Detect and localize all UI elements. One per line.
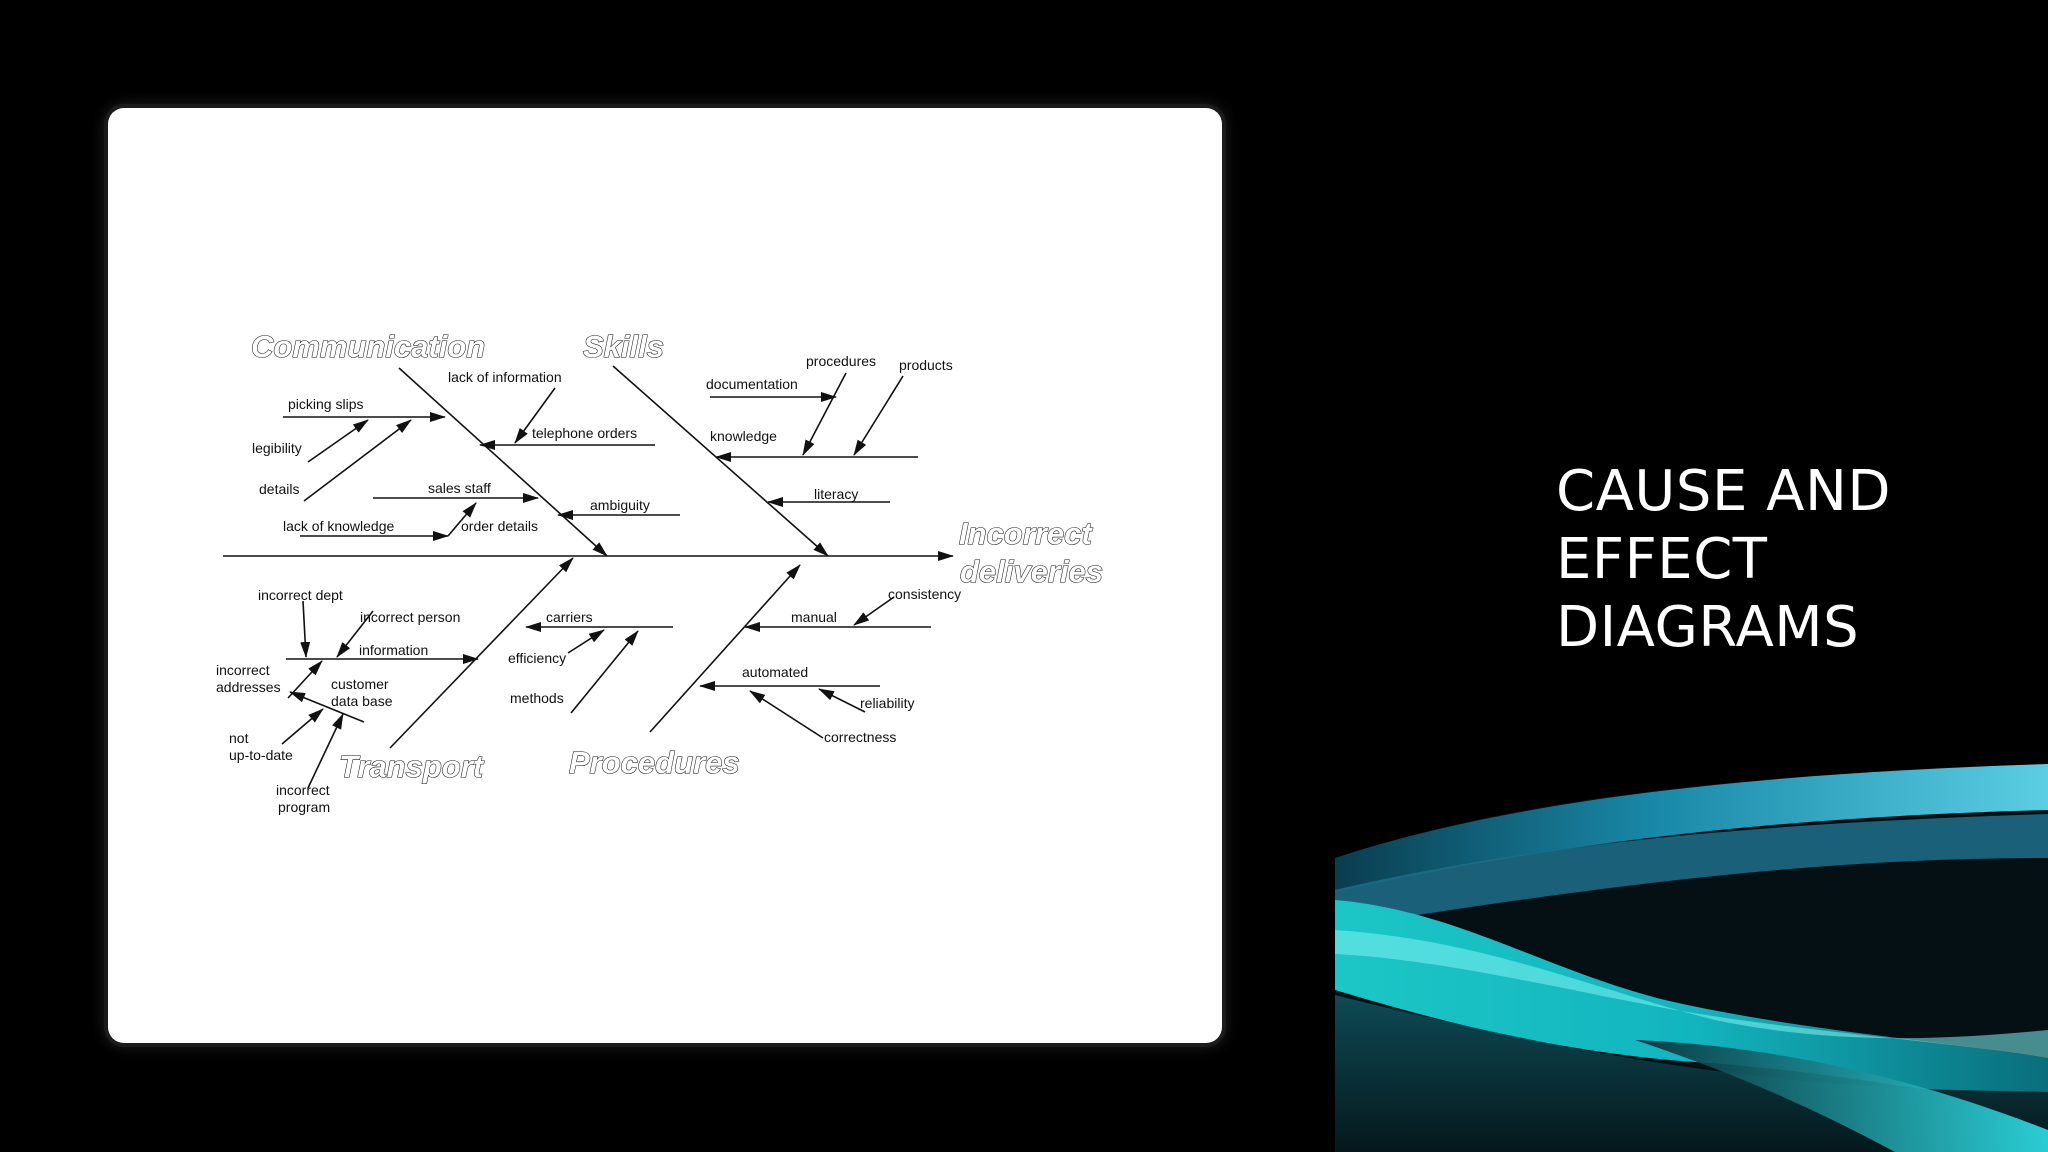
effect-line-2: deliveries: [960, 554, 1103, 589]
label-information: information: [359, 642, 428, 658]
methods-arrow: [570, 630, 639, 714]
legibility-arrow: [307, 419, 369, 463]
products-arrow: [853, 375, 904, 456]
label-reliability: reliability: [860, 695, 914, 711]
lack-of-information-arrow: [514, 387, 556, 444]
procedures-sub-arrow: [802, 372, 847, 456]
customer-data-base-arrow: [289, 691, 365, 723]
label-correctness: correctness: [824, 729, 896, 745]
fishbone-diagram: Communication Skills Transport Procedure…: [216, 328, 1104, 815]
label-procedures: procedures: [806, 353, 876, 369]
category-transport: Transport: [339, 749, 485, 784]
label-incorrect-person: incorrect person: [360, 609, 460, 625]
diagram-image-frame: Communication Skills Transport Procedure…: [108, 108, 1222, 1043]
order-details-arrow: [447, 502, 477, 537]
label-order-details: order details: [461, 518, 538, 534]
label-telephone-orders: telephone orders: [532, 425, 637, 441]
transport-bone: [389, 557, 574, 749]
effect-line-1: Incorrect: [959, 516, 1093, 551]
procedures-bone: [649, 564, 801, 733]
label-efficiency: efficiency: [508, 650, 566, 666]
label-legibility: legibility: [252, 440, 302, 456]
label-incorrect-dept: incorrect dept: [258, 587, 343, 603]
label-not-up-to-date-1: not: [229, 730, 249, 746]
label-lack-of-knowledge: lack of knowledge: [283, 518, 395, 534]
label-carriers: carriers: [546, 609, 593, 625]
label-incorrect-program-1: incorrect: [276, 782, 330, 798]
incorrect-program-arrow: [307, 713, 344, 789]
label-documentation: documentation: [706, 376, 798, 392]
label-details: details: [259, 481, 299, 497]
label-lack-of-information: lack of information: [448, 369, 562, 385]
communication-bone: [398, 367, 608, 557]
label-ambiguity: ambiguity: [590, 497, 650, 513]
consistency-arrow: [853, 596, 895, 626]
label-literacy: literacy: [814, 486, 858, 502]
label-consistency: consistency: [888, 586, 961, 602]
label-knowledge: knowledge: [710, 428, 777, 444]
slide-title-line-3: DIAGRAMS: [1556, 595, 1860, 660]
label-customer-data-base-2: data base: [331, 693, 393, 709]
reliability-arrow: [818, 688, 866, 713]
slide-title-line-2: EFFECT: [1556, 527, 1768, 592]
label-manual: manual: [791, 609, 837, 625]
label-picking-slips: picking slips: [288, 396, 363, 412]
incorrect-dept-arrow: [300, 600, 311, 658]
label-sales-staff: sales staff: [428, 480, 491, 496]
incorrect-person-arrow: [336, 610, 374, 658]
incorrect-addresses-arrow: [287, 660, 323, 699]
decorative-wave-graphic: [1335, 764, 2048, 1152]
category-communication: Communication: [251, 329, 485, 364]
efficiency-arrow: [567, 629, 605, 654]
slide-title: CAUSE AND EFFECT DIAGRAMS: [1556, 458, 2016, 662]
not-up-to-date-arrow: [281, 708, 324, 745]
label-incorrect-program-2: program: [278, 799, 330, 815]
slide-title-line-1: CAUSE AND: [1556, 459, 1891, 524]
label-products: products: [899, 357, 953, 373]
label-not-up-to-date-2: up-to-date: [229, 747, 293, 763]
label-automated: automated: [742, 664, 808, 680]
label-incorrect-addresses-1: incorrect: [216, 662, 270, 678]
correctness-arrow: [749, 690, 824, 739]
details-arrow: [303, 419, 412, 502]
label-methods: methods: [510, 690, 564, 706]
category-skills: Skills: [583, 329, 664, 364]
label-incorrect-addresses-2: addresses: [216, 679, 281, 695]
label-customer-data-base-1: customer: [331, 676, 389, 692]
category-procedures: Procedures: [569, 745, 740, 780]
skills-bone: [612, 365, 829, 557]
